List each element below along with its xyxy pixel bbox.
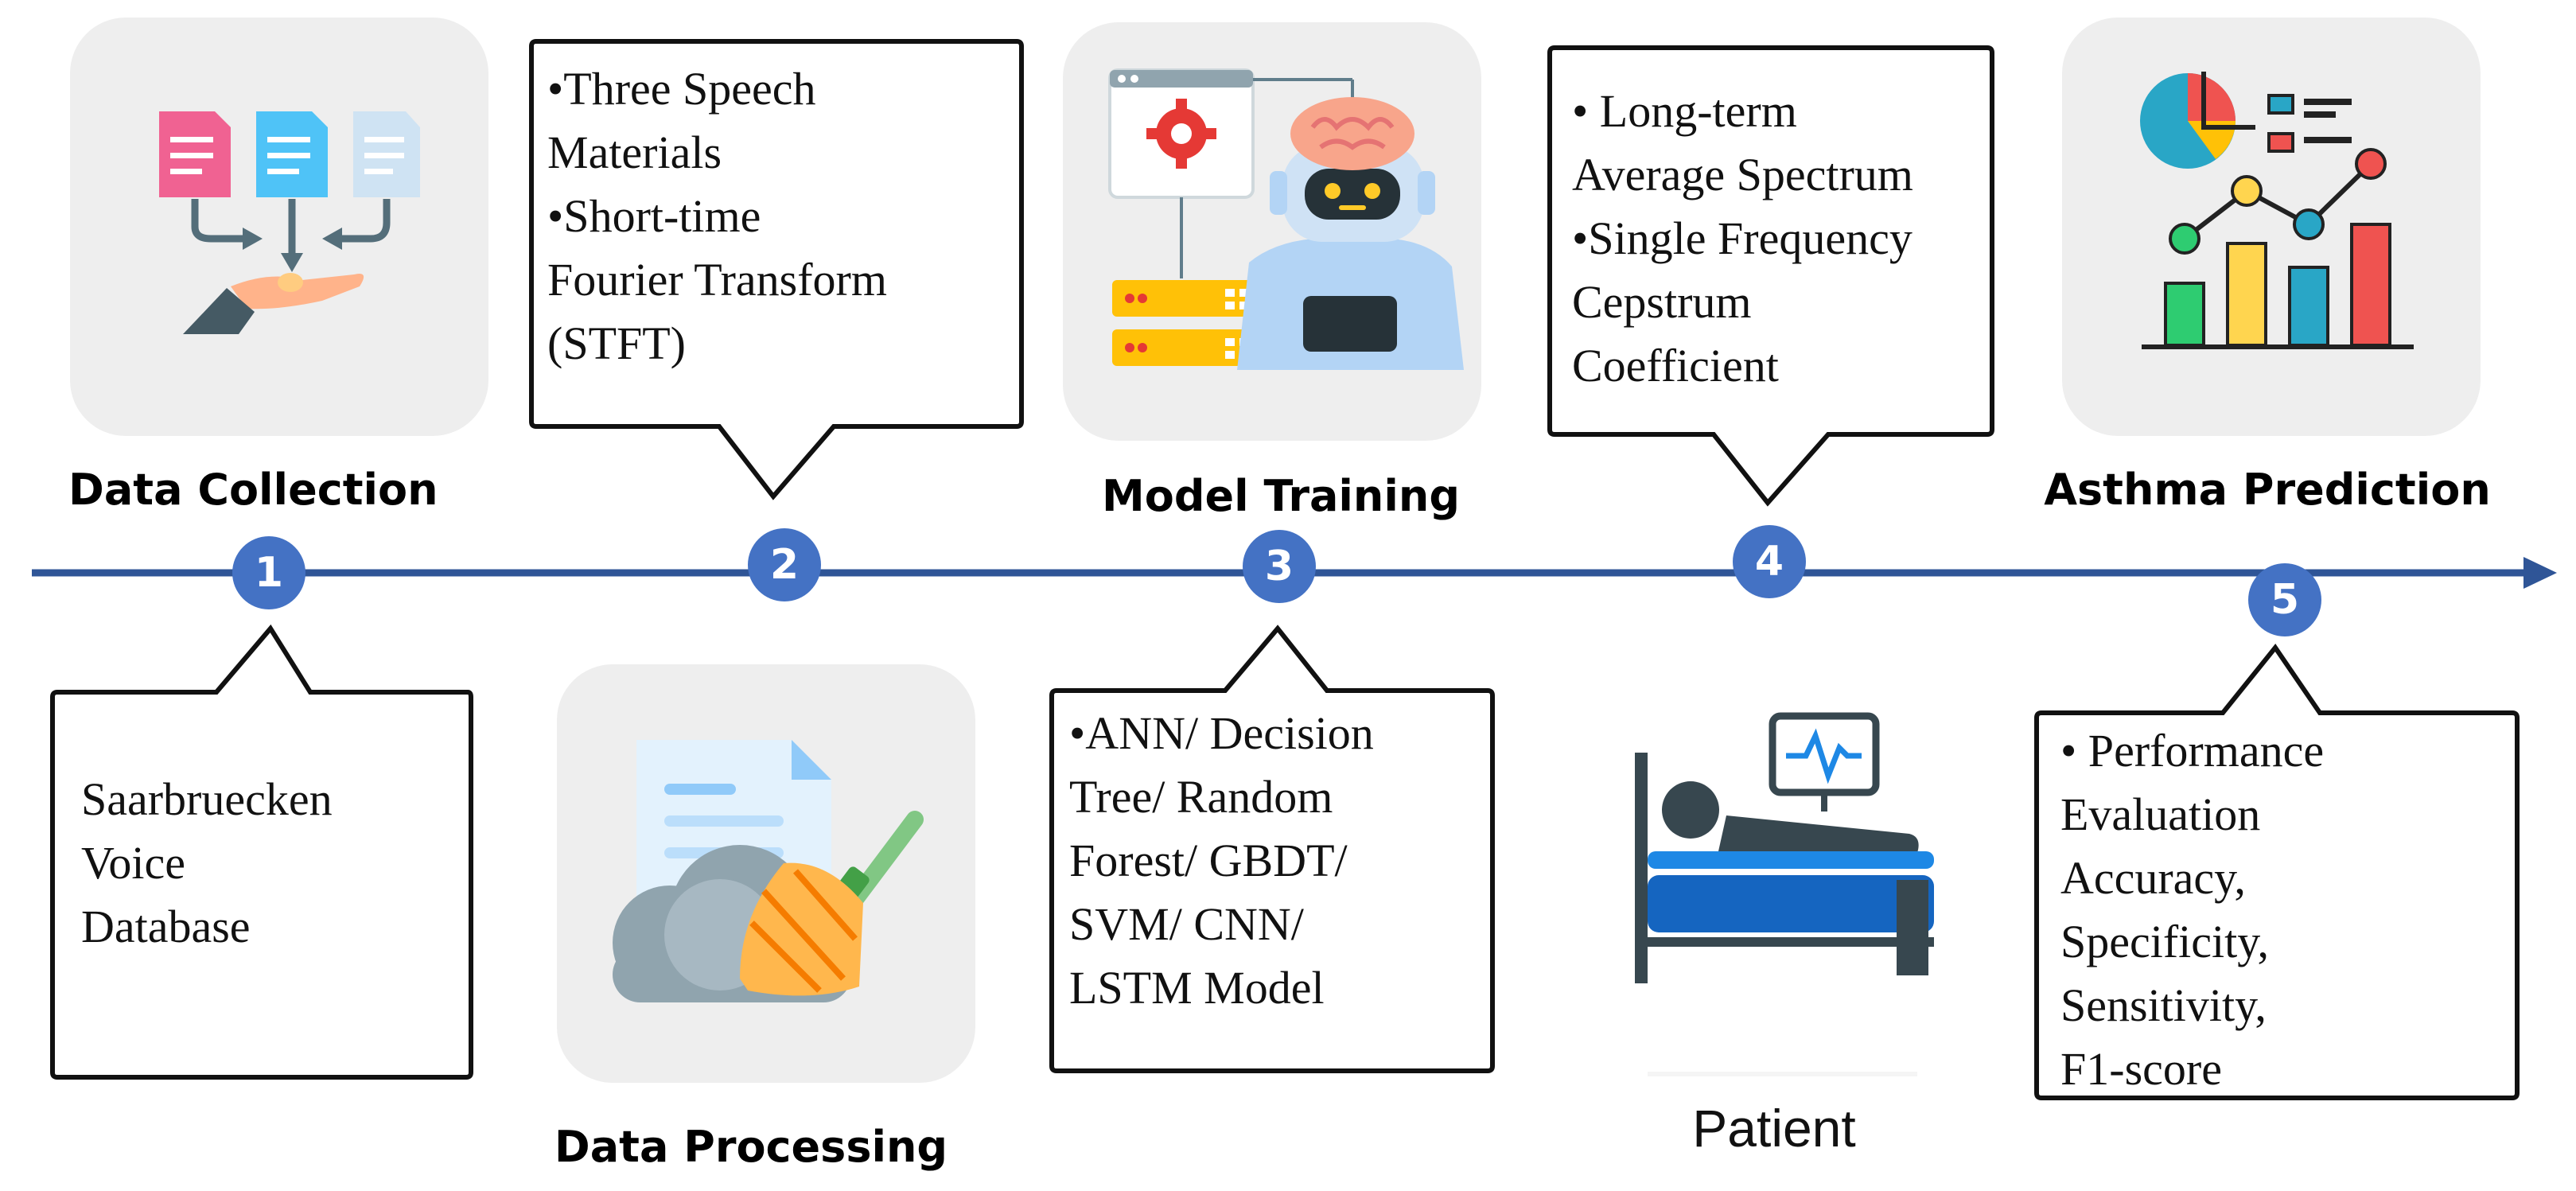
callout-line: Database	[81, 901, 251, 952]
callout-line: Average Spectrum	[1572, 149, 1913, 200]
callout-line: Fourier Transform	[547, 254, 887, 306]
step-1-marker: 1	[232, 536, 305, 609]
step-4-marker: 4	[1733, 525, 1806, 598]
callout-line: Specificity,	[2060, 916, 2269, 967]
callout-database-shape	[50, 624, 473, 1080]
patient-bed-monitor-icon	[1635, 712, 1934, 1076]
callout-line: Cepstrum	[1572, 276, 1752, 328]
callout-line: Coefficient	[1572, 340, 1779, 391]
callout-line: • Long-term	[1572, 85, 1797, 137]
callout-line: • Performance	[2060, 725, 2325, 776]
stage-label-patient: Patient	[1692, 1099, 1856, 1158]
callout-line: Materials	[547, 126, 722, 178]
analytics-chart-icon	[2140, 72, 2414, 349]
stage-label-data-collection: Data Collection	[68, 465, 438, 515]
callout-line: •Three Speech	[547, 63, 816, 115]
callout-line: F1-score	[2060, 1043, 2222, 1095]
robot-server-icon	[1108, 68, 1464, 370]
callout-models: •ANN/ Decision Tree/ Random Forest/ GBDT…	[1069, 702, 1374, 1020]
step-3-marker: 3	[1243, 530, 1316, 603]
callout-line: (STFT)	[547, 317, 686, 369]
callout-evaluation-shape	[2034, 643, 2520, 1100]
stage-label-asthma-prediction: Asthma Prediction	[2044, 465, 2491, 515]
step-2-marker: 2	[748, 528, 821, 601]
callout-line: Saarbruecken	[81, 773, 333, 825]
callout-processing-shape	[529, 39, 1024, 500]
tile-data-collection	[70, 18, 488, 436]
callout-line: •Short-time	[547, 190, 761, 242]
callout-line: •ANN/ Decision	[1069, 707, 1374, 759]
callout-line: SVM/ CNN/	[1069, 898, 1304, 950]
callout-line: •Single Frequency	[1572, 212, 1913, 264]
callout-processing: •Three Speech Materials •Short-time Four…	[547, 57, 887, 376]
data-cleaning-icon	[613, 740, 924, 1002]
step-5-marker: 5	[2248, 563, 2321, 636]
callout-line: Tree/ Random	[1069, 771, 1333, 823]
tile-asthma-prediction	[2062, 18, 2481, 436]
callout-line: Forest/ GBDT/	[1069, 835, 1348, 886]
callout-line: Accuracy,	[2060, 852, 2246, 904]
callout-line: Evaluation	[2060, 788, 2261, 840]
data-collection-icon	[159, 111, 420, 334]
callout-line: Voice	[81, 837, 186, 889]
callout-line: LSTM Model	[1069, 962, 1325, 1014]
callout-features: • Long-term Average Spectrum •Single Fre…	[1572, 80, 1913, 398]
stage-label-data-processing: Data Processing	[554, 1122, 948, 1172]
callout-database: Saarbruecken Voice Database	[81, 768, 333, 959]
callout-models-shape	[1049, 625, 1495, 1073]
stage-label-model-training: Model Training	[1102, 471, 1460, 521]
callout-features-shape	[1547, 45, 1994, 507]
callout-line: Sensitivity,	[2060, 979, 2267, 1031]
callout-evaluation: • Performance Evaluation Accuracy, Speci…	[2060, 719, 2324, 1101]
